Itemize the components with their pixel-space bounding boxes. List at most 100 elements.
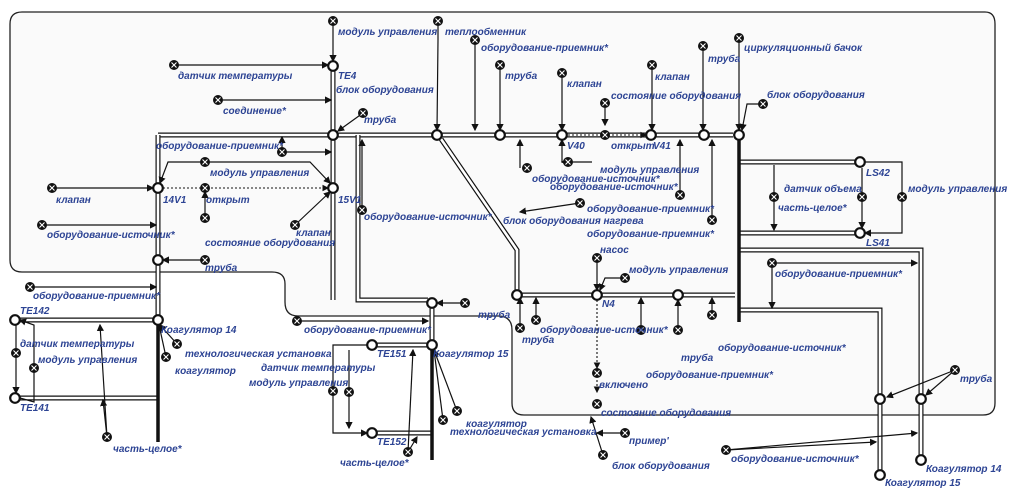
label: оборудование-источник*	[731, 453, 860, 465]
relation-arrow	[431, 348, 444, 421]
marker-cross	[202, 159, 208, 165]
relation-arrow	[96, 323, 108, 438]
label: оборудование-приемник*	[156, 140, 284, 152]
relation-arrow	[337, 112, 364, 132]
label: клапан	[56, 195, 91, 206]
marker-cross	[346, 389, 352, 395]
crossed-circle-marker-icon	[29, 363, 39, 373]
relation-arrow	[205, 161, 331, 184]
node	[426, 297, 438, 309]
crossed-circle-marker-icon	[290, 220, 300, 230]
crossed-circle-marker-icon	[169, 60, 179, 70]
crossed-circle-marker-icon	[460, 298, 470, 308]
label: модуль управления	[600, 165, 699, 176]
node	[854, 227, 866, 239]
label: оборудование-источник*	[540, 324, 669, 336]
label: TE4	[338, 71, 357, 82]
node	[9, 314, 21, 326]
crossed-circle-marker-icon	[673, 325, 683, 335]
crossed-circle-marker-icon	[200, 183, 210, 193]
crossed-circle-marker-icon	[438, 415, 448, 425]
relation-arrow	[433, 21, 441, 132]
label: датчик объема	[784, 183, 862, 195]
marker-cross	[292, 222, 298, 228]
label: датчик температуры	[20, 339, 135, 350]
marker-cross	[163, 354, 169, 360]
marker-cross	[723, 447, 729, 453]
label: оборудование-источник*	[550, 181, 679, 193]
node	[733, 129, 745, 141]
marker-cross	[31, 365, 37, 371]
label: N4	[602, 299, 615, 310]
marker-cross	[39, 222, 45, 228]
crossed-circle-marker-icon	[707, 215, 717, 225]
label: оборудование-приемник*	[304, 324, 432, 336]
markers	[11, 16, 960, 460]
crossed-circle-marker-icon	[734, 33, 744, 43]
relation-arrow	[739, 103, 763, 132]
marker-cross	[330, 18, 336, 24]
node	[9, 392, 21, 404]
relation-arrow	[598, 277, 625, 292]
label: пример'	[629, 436, 669, 447]
marker-cross	[622, 430, 628, 436]
marker-cross	[602, 100, 608, 106]
relation-arrow	[158, 161, 205, 185]
label: TE142	[20, 306, 50, 317]
node	[366, 339, 378, 351]
crossed-circle-marker-icon	[675, 190, 685, 200]
crossed-circle-marker-icon	[636, 325, 646, 335]
crossed-circle-marker-icon	[213, 95, 223, 105]
label: оборудование-приемник*	[587, 228, 715, 240]
crossed-circle-marker-icon	[11, 348, 21, 358]
node	[426, 339, 438, 351]
crossed-circle-marker-icon	[357, 205, 367, 215]
crossed-circle-marker-icon	[200, 213, 210, 223]
label: Коагулятор 14	[926, 464, 1002, 475]
crossed-circle-marker-icon	[25, 282, 35, 292]
label: Коагулятор 15	[885, 478, 961, 489]
marker-cross	[565, 159, 571, 165]
marker-cross	[440, 417, 446, 423]
pipe	[739, 248, 923, 394]
crossed-circle-marker-icon	[563, 157, 573, 167]
marker-cross	[952, 367, 958, 373]
label: оборудование-приемник*	[587, 203, 715, 215]
nodes	[9, 60, 927, 481]
relations	[16, 21, 956, 456]
label: труба	[522, 334, 555, 346]
node	[494, 129, 506, 141]
marker-cross	[602, 132, 608, 138]
label: состояние оборудования	[601, 407, 731, 419]
label: блок оборудования	[767, 89, 865, 101]
marker-cross	[279, 149, 285, 155]
crossed-circle-marker-icon	[698, 41, 708, 51]
relation-arrow	[432, 348, 458, 412]
relation-arrow	[518, 202, 581, 215]
crossed-circle-marker-icon	[403, 447, 413, 457]
marker-cross	[174, 341, 180, 347]
crossed-circle-marker-icon	[37, 220, 47, 230]
crossed-circle-marker-icon	[557, 68, 567, 78]
marker-cross	[202, 185, 208, 191]
relation-arrow	[589, 415, 604, 456]
crossed-circle-marker-icon	[620, 428, 630, 438]
crossed-circle-marker-icon	[758, 99, 768, 109]
crossed-circle-marker-icon	[515, 323, 525, 333]
node	[591, 289, 603, 301]
node	[152, 314, 164, 326]
marker-cross	[330, 388, 336, 394]
label: V41	[653, 141, 671, 152]
node	[915, 454, 927, 466]
node	[874, 393, 886, 405]
label: TE151	[377, 349, 407, 360]
label: циркуляционный бачок	[744, 42, 863, 54]
marker-cross	[677, 192, 683, 198]
crossed-circle-marker-icon	[857, 192, 867, 202]
marker-cross	[524, 165, 530, 171]
crossed-circle-marker-icon	[172, 339, 182, 349]
label: коагулятор	[175, 366, 236, 377]
marker-cross	[594, 255, 600, 261]
marker-cross	[435, 18, 441, 24]
marker-cross	[462, 300, 468, 306]
